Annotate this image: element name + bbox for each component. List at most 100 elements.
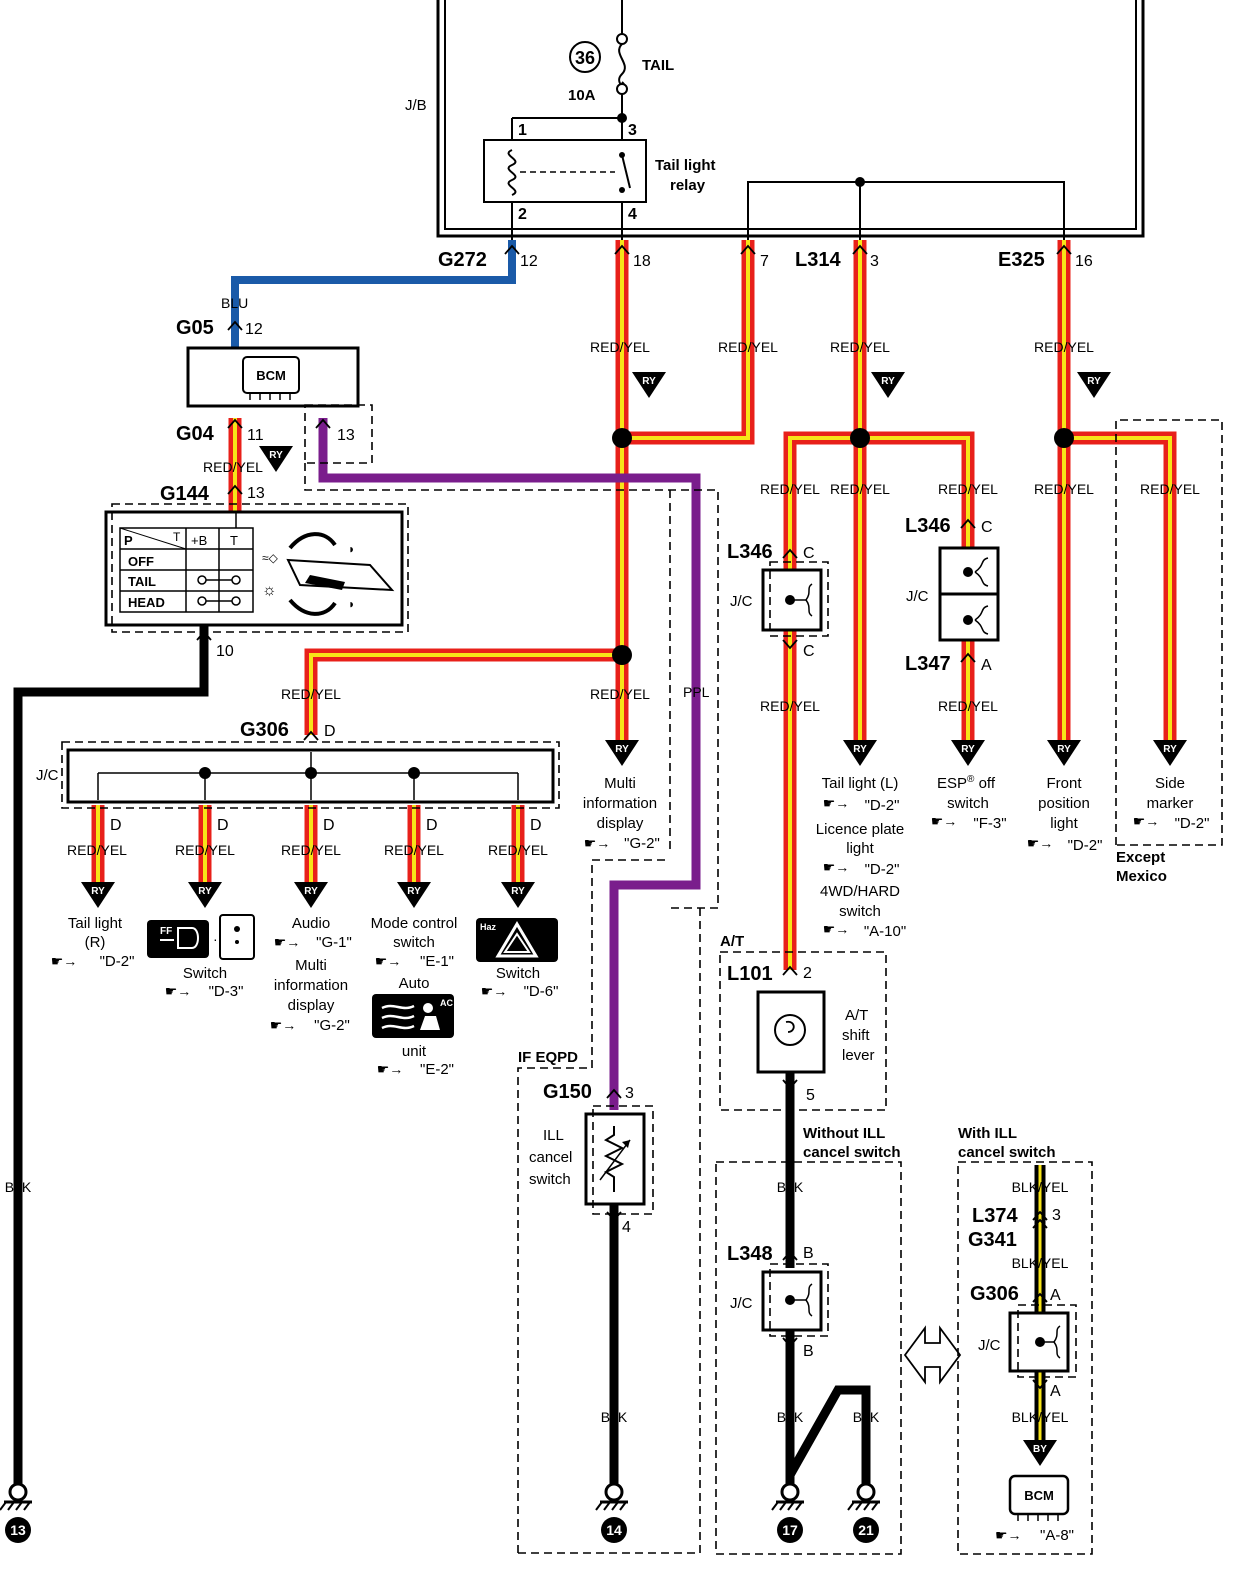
relay-pin2: 2 [518,206,527,223]
mode-1: Mode control [371,915,458,932]
wl-ry-2: RED/YEL [718,339,778,355]
sm-1: Side [1155,775,1185,792]
tl-2: Licence plate [816,821,904,838]
hazard-icon: Haz [476,918,558,962]
conn-g05-pin: 12 [245,321,263,338]
conn-pin18: 18 [633,253,651,270]
bcm-bottom-ref: "A-8" [1040,1527,1074,1544]
wl-blk-4: BLK [777,1409,804,1425]
audio-4: display [288,997,335,1014]
wl-blk-5: BLK [853,1409,880,1425]
wl-ry-18: RED/YEL [384,842,444,858]
headlight-icon-bottom: ◗ [348,597,355,611]
bcm-bottom-ref-icon: ☛→ [995,1527,1022,1543]
conn-l346a: L346 [727,541,773,563]
esp-1: ESP® off [937,774,996,792]
wl-ry-11: RED/YEL [281,686,341,702]
esp-1-a: ESP [937,775,967,792]
tail-r-ref-icon: ☛→ [51,953,78,969]
wl-ry-8: RED/YEL [938,481,998,497]
conn-pin7: 7 [760,253,769,270]
without-ill-2: cancel switch [803,1144,901,1161]
jb-label: J/B [405,97,427,114]
wl-ry-17: RED/YEL [281,842,341,858]
ff-icon-text: FF [160,926,172,937]
conn-g144-pin10: 10 [216,643,234,660]
jc-d-4: D [426,817,438,834]
wl-ry-14: RED/YEL [938,698,998,714]
ff-separator: · [213,931,218,947]
except-mexico-1: Except [1116,849,1165,866]
jc-l346-l347 [938,546,1000,642]
badge-ry-11: RY [198,886,212,897]
esp-ref: "F-3" [973,815,1006,832]
conn-g306-pin: D [324,723,336,740]
fuse-number: 36 [575,48,595,68]
wl-ry-3: RED/YEL [830,339,890,355]
mode-ref: "E-1" [420,953,454,970]
ill-cancel-switch [584,1105,654,1215]
wire-ppl-label: PPL [683,684,710,700]
wl-ry-15: RED/YEL [67,842,127,858]
mode-2: switch [393,934,435,951]
sm-ref: "D-2" [1175,815,1210,832]
mode-ref2-icon: ☛→ [377,1061,404,1077]
at-shift-lever [756,990,826,1074]
sm-2: marker [1147,795,1194,812]
lighting-switch: ≈◇ ☼ ◗ ◗ [104,503,409,633]
jc-d-1: D [110,817,122,834]
haz-icon-text: Haz [480,922,497,932]
with-ill-1: With ILL [958,1125,1017,1142]
at-box [719,951,887,1111]
wire-blk [13,625,871,1490]
jc-g306b-label: J/C [978,1337,1001,1354]
mi-1: Multi [604,775,636,792]
audio-1: Audio [292,915,330,932]
wl-blk-3: BLK [777,1179,804,1195]
ground-symbols [0,1482,880,1543]
jc-d-3: D [323,817,335,834]
conn-g306b-pin-bot: A [1050,1383,1061,1400]
if-eqpd-box-left [517,859,670,1553]
haz-ref-icon: ☛→ [481,983,508,999]
wl-blk-1: BLK [5,1179,32,1195]
without-ill-box [715,1161,902,1555]
fp-1: Front [1046,775,1082,792]
conn-g144: G144 [160,483,210,505]
except-mexico-box [1115,419,1223,846]
if-eqpd-label: IF EQPD [518,1049,578,1066]
tl-3: light [846,840,874,857]
mode-ref-icon: ☛→ [375,953,402,969]
wl-ry-9: RED/YEL [1034,481,1094,497]
ground-14 [595,1482,628,1543]
with-ill-box [957,1161,1093,1555]
conn-l348-pin-top: B [803,1245,814,1262]
mi-2: information [583,795,657,812]
mi-ref: "G-2" [624,835,660,852]
audio-3: information [274,977,348,994]
jc-l348 [761,1263,829,1337]
badge-ry-3: RY [1087,376,1101,387]
tl-ref2: "D-2" [865,861,900,878]
wl-ry-12: RED/YEL [590,686,650,702]
relay-label-1: Tail light [655,157,716,174]
badge-ry-13: RY [407,886,421,897]
tl-5: switch [839,903,881,920]
at-shift-2: shift [842,1027,870,1044]
conn-g150-pin3: 3 [625,1085,634,1102]
fp-ref: "D-2" [1068,837,1103,854]
switch-table-t: T [230,533,238,548]
conn-l314-pin: 3 [870,253,879,270]
jc-d-5: D [530,817,542,834]
ff-switch-1: Switch [183,965,227,982]
tail-r-2: (R) [85,934,106,951]
conn-g306: G306 [240,719,289,741]
load-labels: Tail light (R) ☛→ "D-2" Switch ☛→ "D-3" … [51,774,1210,1078]
fuse-name: TAIL [642,57,674,74]
badge-ry-2: RY [881,376,895,387]
wire-color-labels: RED/YEL RED/YEL RED/YEL RED/YEL RED/YEL … [5,339,1200,1425]
ill-cancel-2: cancel [529,1149,572,1166]
ground-17 [771,1482,804,1543]
conn-g272-pin: 12 [520,253,538,270]
jb-bus [747,177,1065,240]
